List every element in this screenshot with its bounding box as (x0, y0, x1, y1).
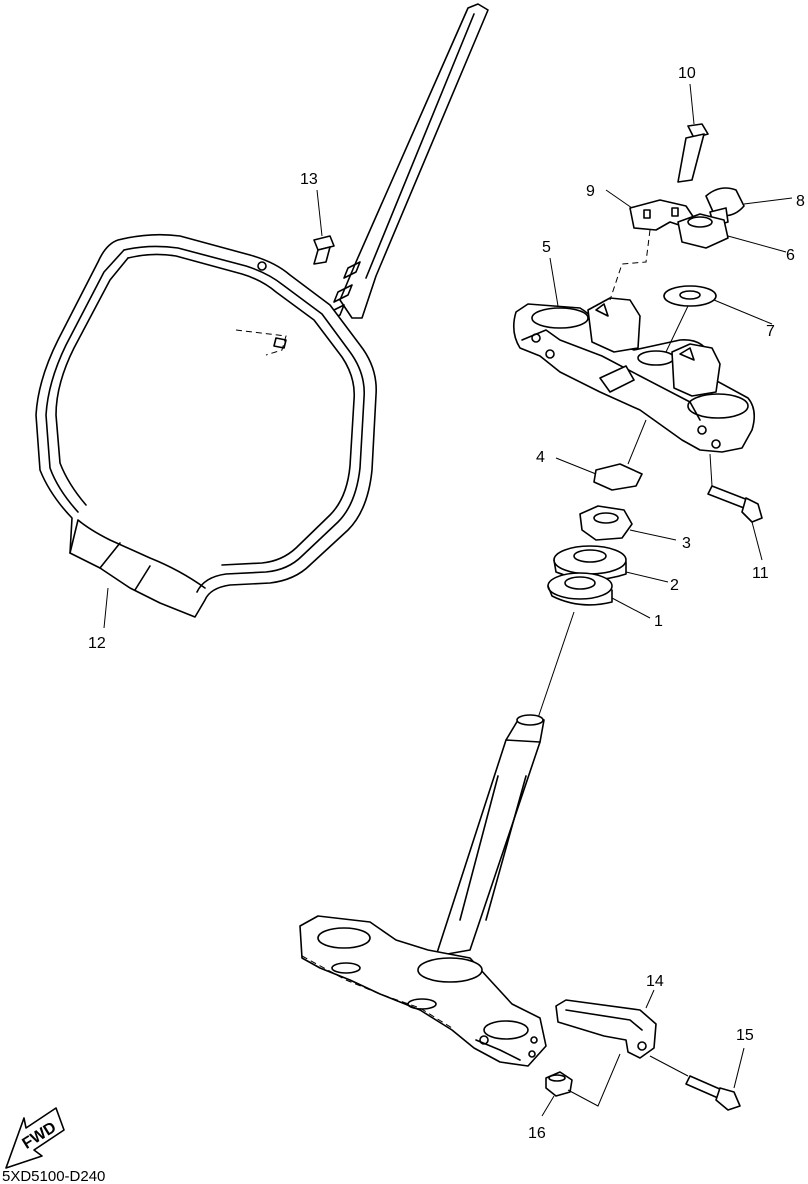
bracket-14 (555, 989, 657, 1059)
bolt-13 (313, 189, 335, 265)
forward-arrow-icon: FWD (5, 1107, 65, 1169)
callout-4: 4 (536, 449, 545, 466)
bolt-10 (677, 83, 709, 183)
number-plate-12 (35, 3, 489, 618)
nut-6 (677, 213, 787, 253)
callout-13: 13 (300, 171, 318, 188)
callout-16: 16 (528, 1125, 546, 1142)
washer-4 (555, 419, 647, 491)
ring-nut-3 (579, 505, 677, 541)
callout-2: 2 (670, 577, 679, 594)
callout-11: 11 (752, 565, 769, 582)
callout-3: 3 (682, 535, 691, 552)
handlebar-clamp-9 (609, 199, 695, 301)
callout-7: 7 (766, 323, 775, 340)
callout-6: 6 (786, 247, 795, 264)
bearing-1 (547, 572, 651, 619)
washer-7 (663, 285, 773, 353)
drawing-code: 5XD5100-D240 (2, 1168, 105, 1184)
upper-bracket-5 (512, 297, 756, 453)
callout-10: 10 (678, 65, 696, 82)
callout-1: 1 (654, 613, 663, 630)
callout-15: 15 (736, 1027, 754, 1044)
callout-12: 12 (88, 635, 106, 652)
callout-9: 9 (586, 183, 595, 200)
bolt-11 (707, 453, 763, 561)
callouts: 1 2 3 4 5 6 7 8 9 10 11 12 13 14 15 16 (88, 65, 805, 1142)
collar-16 (541, 1053, 621, 1117)
bolt-15 (649, 1047, 745, 1111)
callout-8: 8 (796, 193, 805, 210)
callout-14: 14 (646, 973, 664, 990)
bearing-2 (553, 545, 669, 583)
lower-bracket (299, 915, 547, 1067)
steering-stem (435, 611, 575, 957)
callout-5: 5 (542, 239, 551, 256)
